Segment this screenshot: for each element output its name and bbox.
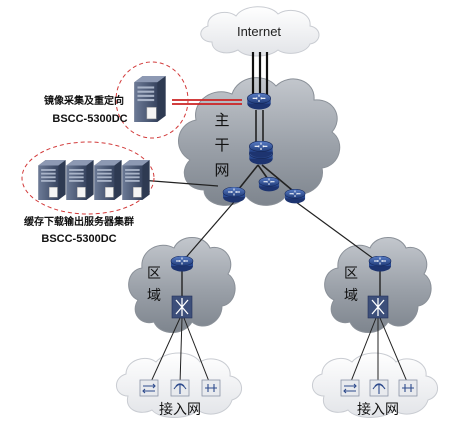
region-internal-links [181,270,381,298]
router-icon [258,177,280,192]
mirror-model: BSCC-5300DC [52,113,127,125]
access-label-left: 接入网 [159,401,201,418]
svg-text:网: 网 [214,161,229,179]
internet-cloud: Internet [200,6,320,57]
core-label: 主 干 网 [214,111,229,179]
switch-icon [398,379,418,397]
firewall-icon [171,295,193,319]
wireless-ap-icon [369,379,389,397]
mirror-title: 镜像采集及重定向 [44,94,124,107]
server-icon [38,160,66,200]
router-icon [170,256,194,272]
svg-text:干: 干 [214,136,229,154]
svg-text:域: 域 [344,288,358,304]
svg-text:域: 域 [147,288,161,304]
cache-link [139,179,219,187]
internet-label: Internet [237,24,281,39]
router-icon [222,187,246,203]
router-icon [246,93,272,110]
router-icon [368,256,392,272]
server-icon [122,160,150,200]
router-icon [248,141,274,165]
cache-title: 缓存下载输出服务器集群 [23,215,134,228]
region-cloud-right [324,237,432,333]
mirror-dashed-boundary [115,61,189,139]
switch-icon [201,379,221,397]
server-icon [66,160,94,200]
mirror-red-link [172,99,242,105]
svg-text:区: 区 [344,266,358,282]
region-label-left: 区 域 [147,266,161,304]
region-uplinks [181,201,379,263]
cache-model: BSCC-5300DC [41,233,116,245]
switch-icon [139,379,159,397]
switch-icon [340,379,360,397]
region-label-right: 区 域 [344,266,358,304]
internet-uplink [251,52,269,100]
access-label-right: 接入网 [357,401,399,418]
cache-dashed-boundary [21,141,155,215]
firewall-icon [367,295,389,319]
svg-text:主: 主 [214,111,229,129]
router-icon [284,189,306,204]
server-icon [94,160,122,200]
wireless-ap-icon [170,379,190,397]
svg-text:区: 区 [147,266,161,282]
server-icon [134,76,166,122]
access-links [149,317,409,385]
